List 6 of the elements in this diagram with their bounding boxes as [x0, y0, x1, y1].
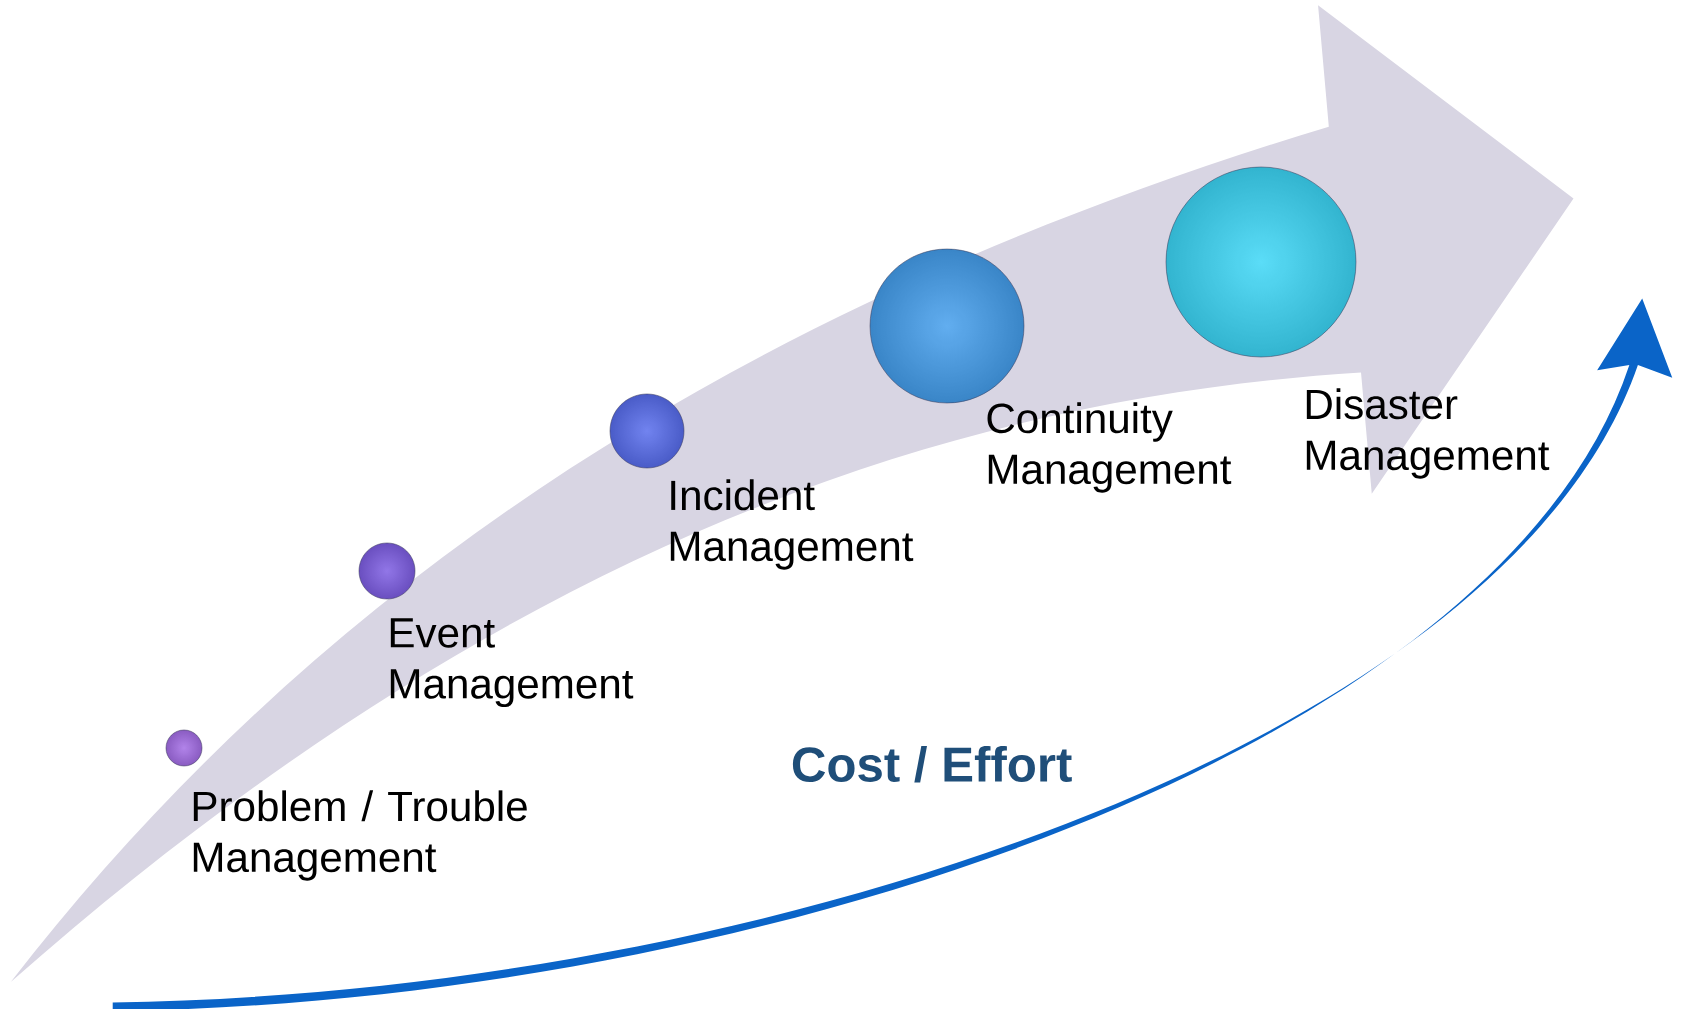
step-label: Problem / Trouble Management	[193, 790, 527, 881]
step-label: Disaster Management	[1306, 388, 1550, 479]
step-label: Continuity Management	[987, 402, 1232, 493]
step-label: Event Management	[390, 618, 634, 708]
step-label: Incident Management	[670, 479, 914, 570]
axis-label: Cost / Effort	[792, 745, 1072, 783]
